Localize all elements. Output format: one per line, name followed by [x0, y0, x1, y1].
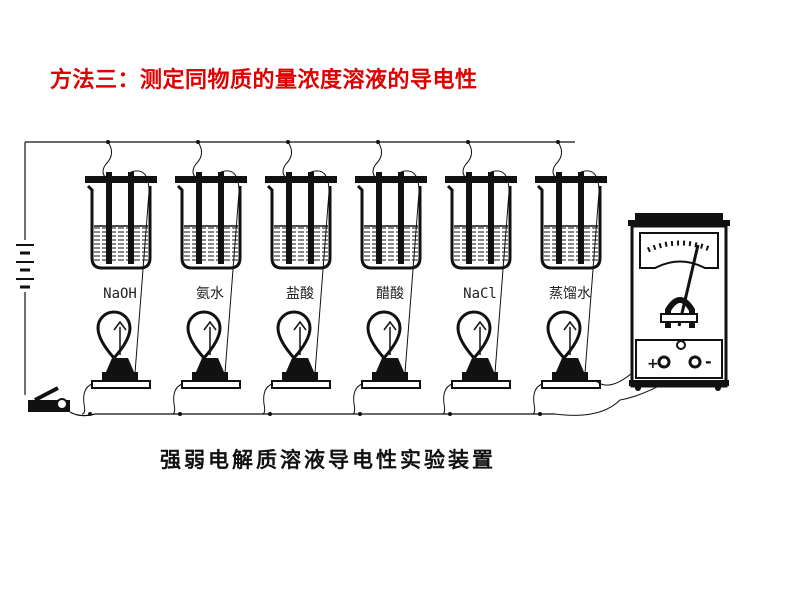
switch-icon [28, 386, 70, 412]
slide-title: 方法三：测定同物质的量浓度溶液的导电性 [50, 68, 478, 93]
light-bulb-icon [91, 310, 151, 389]
beaker-icon [445, 172, 517, 270]
solution-label: 醋酸 [376, 286, 404, 302]
cell-1: 氨水 [171, 140, 247, 416]
light-bulb-icon [541, 310, 601, 389]
light-bulb-icon [181, 310, 241, 389]
beaker-icon [355, 172, 427, 270]
diagram-caption: 强弱电解质溶液导电性实验装置 [160, 448, 496, 472]
bottom-wire [69, 411, 555, 417]
light-bulb-icon [271, 310, 331, 389]
cell-5: 蒸馏水 [531, 140, 607, 416]
solution-label: 氨水 [196, 286, 224, 302]
cell-4: NaCl [441, 140, 517, 416]
battery-icon [16, 244, 34, 289]
meter-minus-label: - [705, 352, 712, 371]
cell-2: 盐酸 [261, 140, 337, 416]
beaker-icon [175, 172, 247, 270]
beaker-icon [85, 172, 157, 270]
solution-label: NaCl [463, 286, 497, 302]
cell-3: 醋酸 [351, 140, 427, 416]
solution-label: 盐酸 [286, 286, 314, 302]
ammeter-icon: + - [554, 213, 730, 416]
beaker-icon [535, 172, 607, 270]
solution-label: NaOH [103, 286, 137, 302]
light-bulb-icon [361, 310, 421, 389]
solution-label: 蒸馏水 [549, 286, 591, 302]
cell-0: NaOH [81, 140, 157, 416]
light-bulb-icon [451, 310, 511, 389]
meter-plus-label: + [647, 356, 659, 372]
beaker-icon [265, 172, 337, 270]
